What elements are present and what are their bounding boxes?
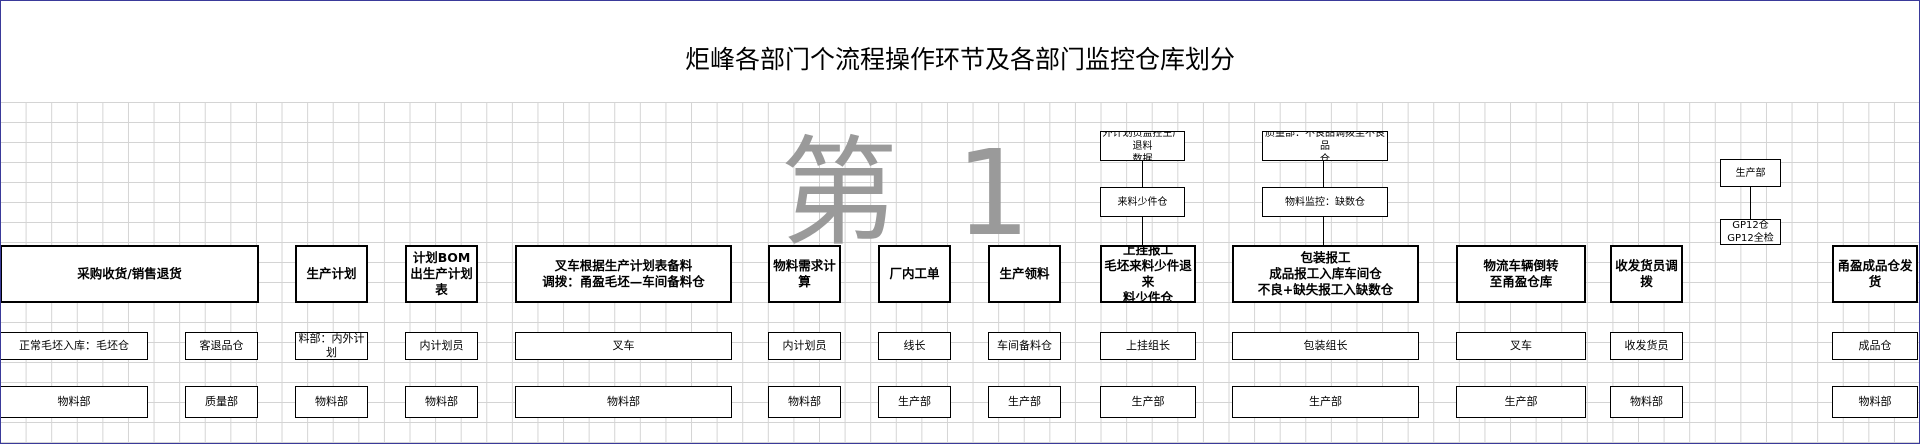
- department-cell: 生产部: [1232, 386, 1419, 418]
- note-pack-shortage: 物料监控：缺数仓: [1262, 187, 1388, 217]
- department-cell: 物料部: [0, 386, 148, 418]
- step-production-plan: 生产计划: [295, 245, 368, 303]
- connector: [1142, 217, 1143, 245]
- warehouse-cell: 上挂组长: [1100, 332, 1196, 360]
- warehouse-cell: 客退品仓: [185, 332, 258, 360]
- step-finished-goods-ship: 甬盈成品仓发货: [1832, 245, 1918, 303]
- department-cell: 物料部: [295, 386, 368, 418]
- department-cell: 生产部: [1456, 386, 1586, 418]
- step-plan-bom: 计划BOM 出生产计划表: [405, 245, 478, 303]
- note-hang-monitor: 外计划员监控生产退料 数据: [1100, 131, 1185, 161]
- department-cell: 生产部: [1100, 386, 1196, 418]
- department-cell: 物料部: [405, 386, 478, 418]
- note-pack-quality: 质量部：不良品调拨至不良品 仓: [1262, 131, 1388, 161]
- step-work-order: 厂内工单: [878, 245, 951, 303]
- department-cell: 物料部: [515, 386, 732, 418]
- diagram-title: 炬峰各部门个流程操作环节及各部门监控仓库划分: [684, 45, 1235, 74]
- warehouse-cell: 内计划员: [405, 332, 478, 360]
- note-gp12: GP12仓 GP12全检: [1720, 219, 1781, 245]
- step-dispatch-transfer: 收发货员调拨: [1610, 245, 1683, 303]
- title-band: [2, 2, 1918, 102]
- department-cell: 物料部: [1610, 386, 1683, 418]
- warehouse-cell: 叉车: [1456, 332, 1586, 360]
- step-purchase-receipt: 采购收货/销售退货: [0, 245, 259, 303]
- warehouse-cell: 叉车: [515, 332, 732, 360]
- warehouse-cell: 内计划员: [768, 332, 841, 360]
- warehouse-cell: 成品仓: [1832, 332, 1918, 360]
- step-pack-report: 包装报工 成品报工入库车间仓 不良+缺失报工入缺数仓: [1232, 245, 1419, 303]
- connector: [1323, 161, 1324, 187]
- warehouse-cell: 正常毛坯入库：毛坯仓: [0, 332, 148, 360]
- warehouse-cell: 线长: [878, 332, 951, 360]
- department-cell: 生产部: [878, 386, 951, 418]
- warehouse-cell: 料部：内外计划: [295, 332, 368, 360]
- step-hang-report: 上挂报工 毛坯来料少件退来 料少件仓: [1100, 245, 1196, 303]
- note-hang-shortage-warehouse: 来料少件仓: [1100, 187, 1185, 217]
- warehouse-cell: 车间备料仓: [988, 332, 1061, 360]
- connector: [1750, 187, 1751, 219]
- department-cell: 物料部: [768, 386, 841, 418]
- note-production-dept: 生产部: [1720, 159, 1781, 187]
- connector: [1323, 217, 1324, 245]
- step-material-issue: 生产领料: [988, 245, 1061, 303]
- connector: [1142, 161, 1143, 187]
- warehouse-cell: 包装组长: [1232, 332, 1419, 360]
- department-cell: 生产部: [988, 386, 1061, 418]
- department-cell: 质量部: [185, 386, 258, 418]
- step-material-calc: 物料需求计算: [768, 245, 841, 303]
- department-cell: 物料部: [1832, 386, 1918, 418]
- step-forklift-prep: 叉车根据生产计划表备料 调拨：甬盈毛坯—车间备料仓: [515, 245, 732, 303]
- warehouse-cell: 收发货员: [1610, 332, 1683, 360]
- step-logistics: 物流车辆倒转 至甬盈仓库: [1456, 245, 1586, 303]
